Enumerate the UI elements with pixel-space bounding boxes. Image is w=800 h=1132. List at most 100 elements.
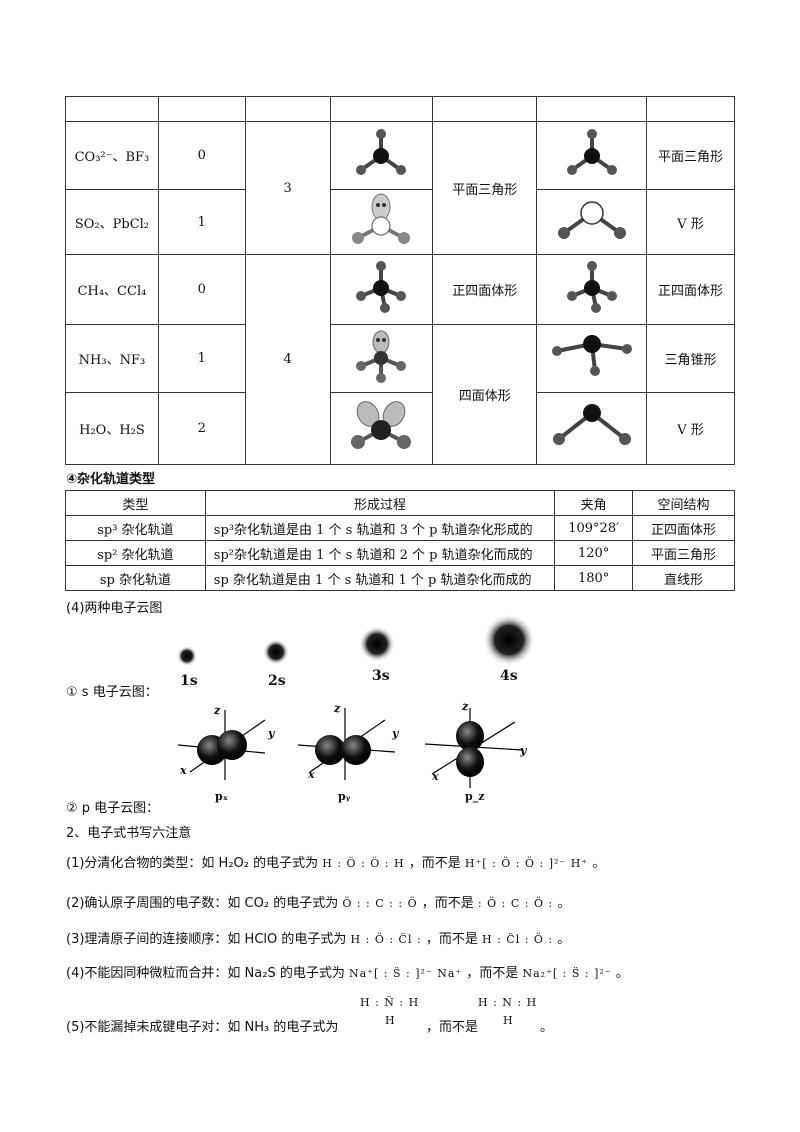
molecule-model-image bbox=[536, 189, 648, 255]
section-heading-cloud: (4)两种电子云图 bbox=[66, 601, 163, 616]
axis-label-z: z bbox=[462, 700, 469, 713]
lone-pair-cell: 2 bbox=[157, 392, 246, 465]
column-header: 形成过程 bbox=[204, 490, 556, 516]
note-mid: ，而不是 bbox=[426, 1020, 479, 1035]
angle-cell: 180° bbox=[554, 565, 634, 591]
note-mid: ，而不是 bbox=[421, 896, 474, 911]
axis-label-z: z bbox=[214, 704, 221, 717]
note-end: 。 bbox=[557, 932, 571, 947]
wrong-formula: Na₂⁺[ : S̈ : ]²⁻ bbox=[522, 967, 612, 980]
angle-cell: 109°28′ bbox=[554, 515, 634, 541]
geometry-cell: 平面三角形 bbox=[632, 540, 735, 566]
bent-lone-pair-model-icon bbox=[352, 193, 411, 244]
note-mid: ，而不是 bbox=[425, 932, 478, 947]
column-header: 类型 bbox=[65, 490, 206, 516]
note-end: 。 bbox=[615, 966, 629, 981]
axis-label-x: x bbox=[308, 768, 315, 781]
vsepr-model-image bbox=[329, 392, 434, 465]
lone-pair-cell: 1 bbox=[157, 324, 246, 393]
note-mid: ，而不是 bbox=[408, 856, 461, 871]
molecule-shape-cell: 平面三角形 bbox=[646, 121, 735, 190]
molecule-model-image bbox=[536, 121, 648, 190]
vsepr-shape-cell: 四面体形 bbox=[432, 324, 538, 465]
table-header-row: 类型 形成过程 夹角 空间结构 bbox=[65, 490, 735, 516]
formation-cell: sp 杂化轨道是由 1 个 s 轨道和 1 个 p 轨道杂化而成的 bbox=[204, 565, 556, 591]
lone-pair-cell: 1 bbox=[157, 189, 246, 255]
vsepr-shape-cell: 平面三角形 bbox=[432, 121, 538, 255]
vsepr-model-image bbox=[329, 324, 434, 393]
hybrid-orbital-table: 类型 形成过程 夹角 空间结构 sp³ 杂化轨道 sp³杂化轨道是由 1 个 s… bbox=[65, 490, 735, 591]
geometry-cell: 直线形 bbox=[632, 565, 735, 591]
correct-formula: H : Ö : C̈l : bbox=[350, 933, 422, 946]
note-mid: ，而不是 bbox=[466, 966, 519, 981]
bent-molecule-icon bbox=[557, 200, 626, 239]
s-cloud-label: ① s 电子云图： bbox=[66, 685, 158, 700]
table-row: sp² 杂化轨道 sp²杂化轨道是由 1 个 s 轨道和 2 个 p 轨道杂化而… bbox=[65, 540, 735, 566]
pz-orbital-icon bbox=[424, 708, 523, 788]
table-row: sp³ 杂化轨道 sp³杂化轨道是由 1 个 s 轨道和 3 个 p 轨道杂化形… bbox=[65, 515, 735, 541]
table-row: sp 杂化轨道 sp 杂化轨道是由 1 个 s 轨道和 1 个 p 轨道杂化而成… bbox=[65, 565, 735, 591]
notes-heading: 2、电子式书写六注意 bbox=[66, 826, 192, 841]
pair-count-cell: 4 bbox=[244, 254, 331, 465]
p-label-py: pᵧ bbox=[338, 790, 351, 803]
tetrahedral-molecule-icon bbox=[566, 261, 617, 313]
note-text: (5)不能漏掉未成键电子对：如 NH₃ 的电子式为 bbox=[66, 1020, 339, 1035]
axis-label-y: y bbox=[392, 727, 399, 740]
note-text: (2)确认原子周围的电子数：如 CO₂ 的电子式为 bbox=[66, 896, 339, 911]
axis-label-y: y bbox=[520, 744, 527, 757]
note-item: (5)不能漏掉未成键电子对：如 NH₃ 的电子式为 bbox=[66, 1016, 338, 1035]
note-end: 。 bbox=[557, 896, 571, 911]
angle-cell: 120° bbox=[554, 540, 634, 566]
molecule-model-image bbox=[536, 254, 648, 325]
4s-cloud-icon bbox=[483, 614, 535, 666]
note-item: (4)不能因同种微粒而合并：如 Na₂S 的电子式为 Na⁺[ : S̈ : ]… bbox=[66, 962, 629, 981]
p-label-pz: p_z bbox=[465, 790, 485, 803]
py-orbital-icon bbox=[297, 708, 396, 780]
species-cell: CH₄、CCl₄ bbox=[65, 254, 159, 325]
wrong-formula: H⁺[ : Ö : Ö : ]²⁻ H⁺ bbox=[464, 857, 589, 870]
2s-cloud-icon bbox=[263, 639, 289, 665]
tetrahedral-two-lone-pairs-model-icon bbox=[351, 400, 412, 449]
species-cell: CO₃²⁻、BF₃ bbox=[65, 121, 159, 190]
molecule-shape-cell: 正四面体形 bbox=[646, 254, 735, 325]
note-item: (1)分清化合物的类型：如 H₂O₂ 的电子式为 H : Ö : Ö : H ，… bbox=[66, 852, 605, 871]
note-item: (2)确认原子周围的电子数：如 CO₂ 的电子式为 Ö : : C : : Ö … bbox=[66, 892, 570, 911]
bent-molecule-icon bbox=[552, 404, 631, 445]
molecule-shape-cell: 三角锥形 bbox=[646, 324, 735, 393]
correct-formula: Ö : : C : : Ö bbox=[342, 897, 418, 910]
molecule-shape-cell: V 形 bbox=[646, 189, 735, 255]
s-label-1s: 1s bbox=[180, 673, 198, 689]
formation-cell: sp³杂化轨道是由 1 个 s 轨道和 3 个 p 轨道杂化形成的 bbox=[204, 515, 556, 541]
table-row: CO₃²⁻、BF₃ 0 3 平面三角形 bbox=[65, 121, 735, 255]
s-label-3s: 3s bbox=[372, 668, 390, 684]
molecule-model-image bbox=[536, 324, 648, 393]
molecule-model-image bbox=[536, 392, 648, 465]
hybrid-type-cell: sp³ 杂化轨道 bbox=[65, 515, 206, 541]
vsepr-table: CO₃²⁻、BF₃ 0 3 平面三角形 bbox=[65, 96, 735, 465]
table-header-row bbox=[65, 96, 735, 122]
lone-pair-cell: 0 bbox=[157, 254, 246, 325]
trigonal-planar-molecule-icon bbox=[566, 129, 617, 175]
table-row: SO₂、PbCl₂ 1 V 形 bbox=[65, 189, 735, 255]
s-label-2s: 2s bbox=[268, 673, 286, 689]
column-header: 空间结构 bbox=[632, 490, 735, 516]
axis-label-y: y bbox=[268, 727, 275, 740]
p-cloud-label: ② p 电子云图： bbox=[66, 801, 160, 816]
pair-count-cell: 3 bbox=[244, 121, 331, 255]
note-end: 。 bbox=[540, 1020, 554, 1035]
trigonal-pyramidal-molecule-icon bbox=[551, 335, 632, 376]
1s-cloud-icon bbox=[177, 646, 197, 666]
table-row: NH₃、NF₃ 1 四面体形 bbox=[65, 324, 735, 465]
p-label-px: pₓ bbox=[215, 790, 228, 803]
note-item: (3)理清原子间的连接顺序：如 HClO 的电子式为 H : Ö : C̈l :… bbox=[66, 928, 570, 947]
species-cell: H₂O、H₂S bbox=[65, 392, 159, 465]
molecule-shape-cell: V 形 bbox=[646, 392, 735, 465]
axis-label-z: z bbox=[334, 702, 341, 715]
lone-pair-cell: 0 bbox=[157, 121, 246, 190]
table-row: H₂O、H₂S 2 V 形 bbox=[65, 392, 735, 465]
s-cloud-figure bbox=[177, 614, 535, 666]
correct-formula-top: H : N̈ : H bbox=[360, 996, 420, 1009]
wrong-formula-bottom: H bbox=[503, 1014, 514, 1027]
wrong-formula: H : C̈l : Ö : bbox=[481, 933, 554, 946]
axis-label-x: x bbox=[180, 764, 187, 777]
